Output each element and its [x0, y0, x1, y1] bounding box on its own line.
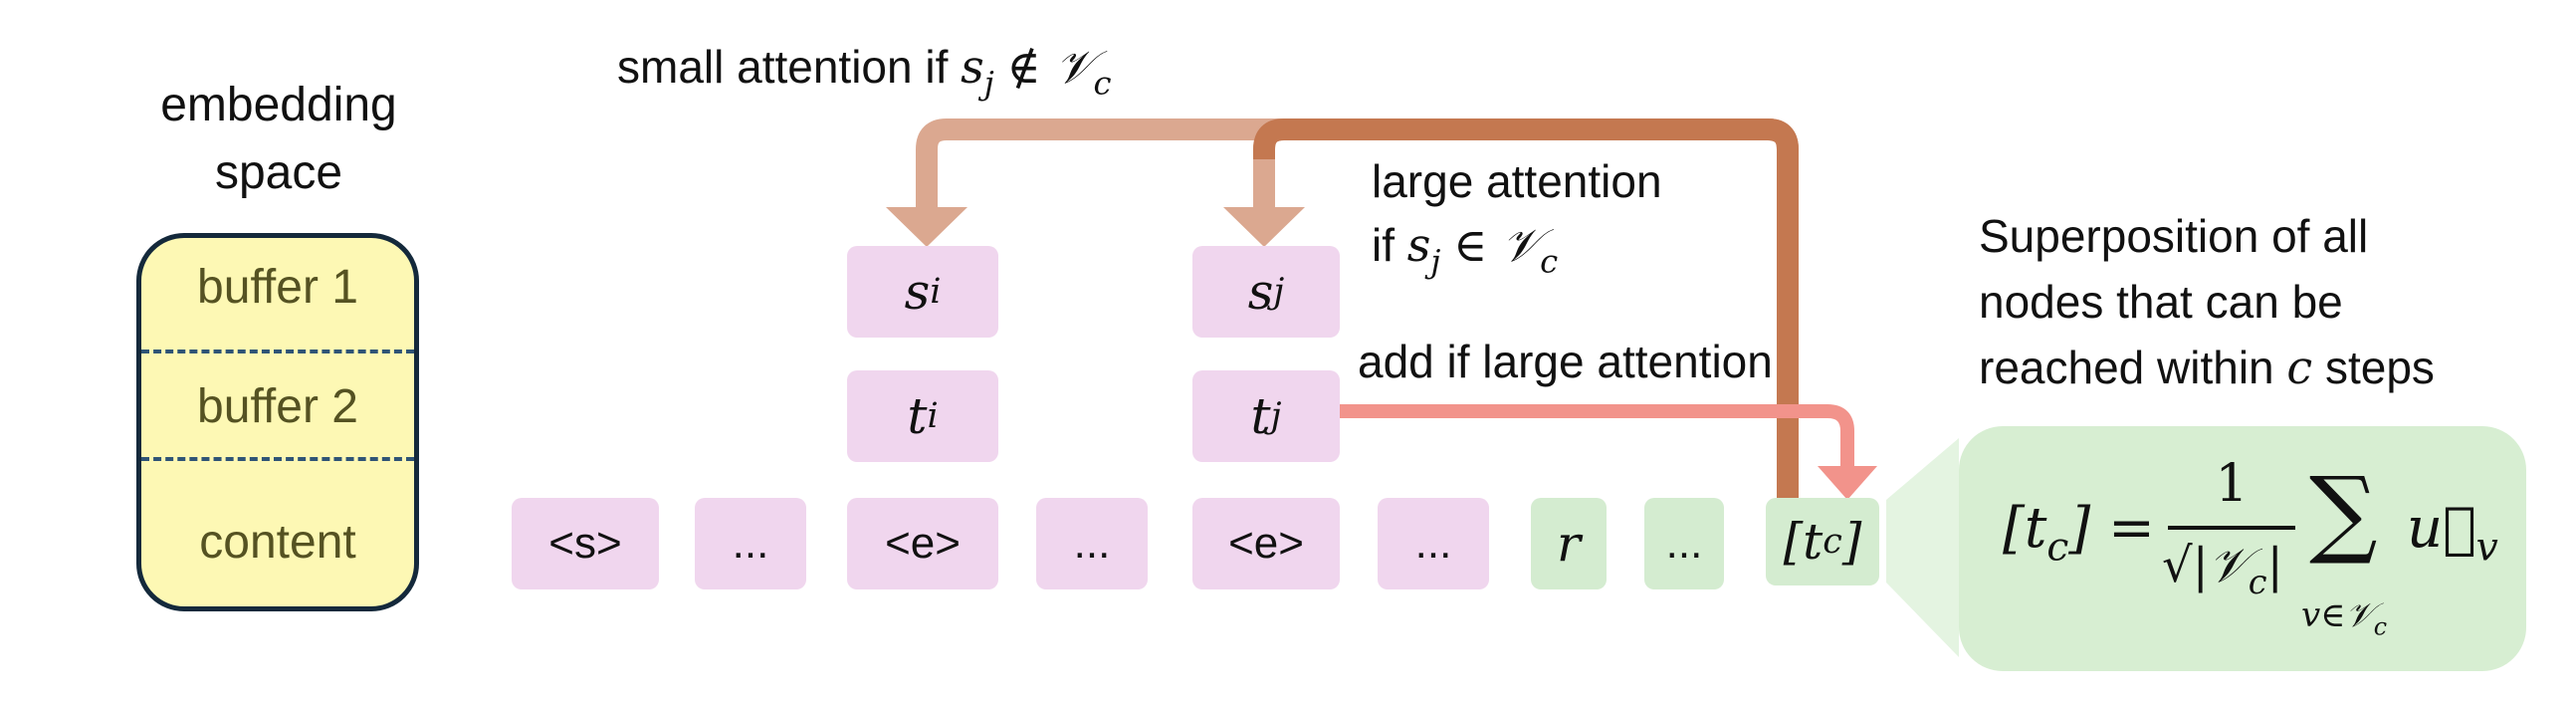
embedding-title-line1: embedding [160, 79, 397, 131]
buffer2-label: buffer 2 [197, 380, 358, 433]
formula-denominator: √|𝒱c| [2162, 538, 2283, 601]
add-arrow-path [1338, 404, 1854, 468]
formula-term: u⃗v [2407, 496, 2498, 571]
token-end-1: <e> [847, 498, 998, 589]
formula-sum-index: v∈𝒱c [2301, 595, 2388, 641]
large-attention-arrow-overlay [1253, 118, 1799, 498]
large-attention-condition: if sj ∈ 𝒱c [1372, 218, 1559, 281]
large-attention-label: large attention if sj ∈ 𝒱c [1372, 149, 1662, 293]
small-attention-label: small attention if sj ∉ 𝒱c [617, 40, 1112, 103]
token-ellipsis-1: ... [695, 498, 806, 589]
formula-lhs: [tc] = [2003, 496, 2155, 571]
large-attention-arrowhead [1223, 207, 1305, 247]
buffer-divider-2 [141, 457, 414, 461]
embedding-title-line2: space [214, 146, 343, 199]
formula-callout-wedge [1886, 438, 1959, 657]
add-arrowhead [1818, 466, 1877, 500]
content-label: content [199, 516, 356, 569]
formula-numerator: 1 [2215, 454, 2249, 514]
small-attention-arrowhead [886, 207, 967, 247]
embedding-title: embedding space [137, 72, 420, 207]
token-ellipsis-2: ... [1036, 498, 1148, 589]
add-if-large-label: add if large attention [1358, 336, 1773, 387]
token-end-2: <e> [1192, 498, 1340, 589]
token-start: <s> [512, 498, 659, 589]
formula-fraction-bar [2168, 526, 2295, 530]
buffer1-label: buffer 1 [197, 261, 358, 314]
superposition-label: Superposition of all nodes that can be r… [1979, 210, 2435, 394]
token-r: r [1531, 498, 1607, 589]
token-ellipsis-3: ... [1378, 498, 1489, 589]
buffer-divider-1 [141, 350, 414, 353]
token-ellipsis-4: ... [1644, 498, 1724, 589]
formula-sum-symbol: ∑ [2309, 456, 2378, 568]
formula-box: [tc] = 1 √|𝒱c| ∑ v∈𝒱c u⃗v [1959, 426, 2526, 671]
embedding-space-box: buffer 1 buffer 2 content [136, 233, 419, 611]
